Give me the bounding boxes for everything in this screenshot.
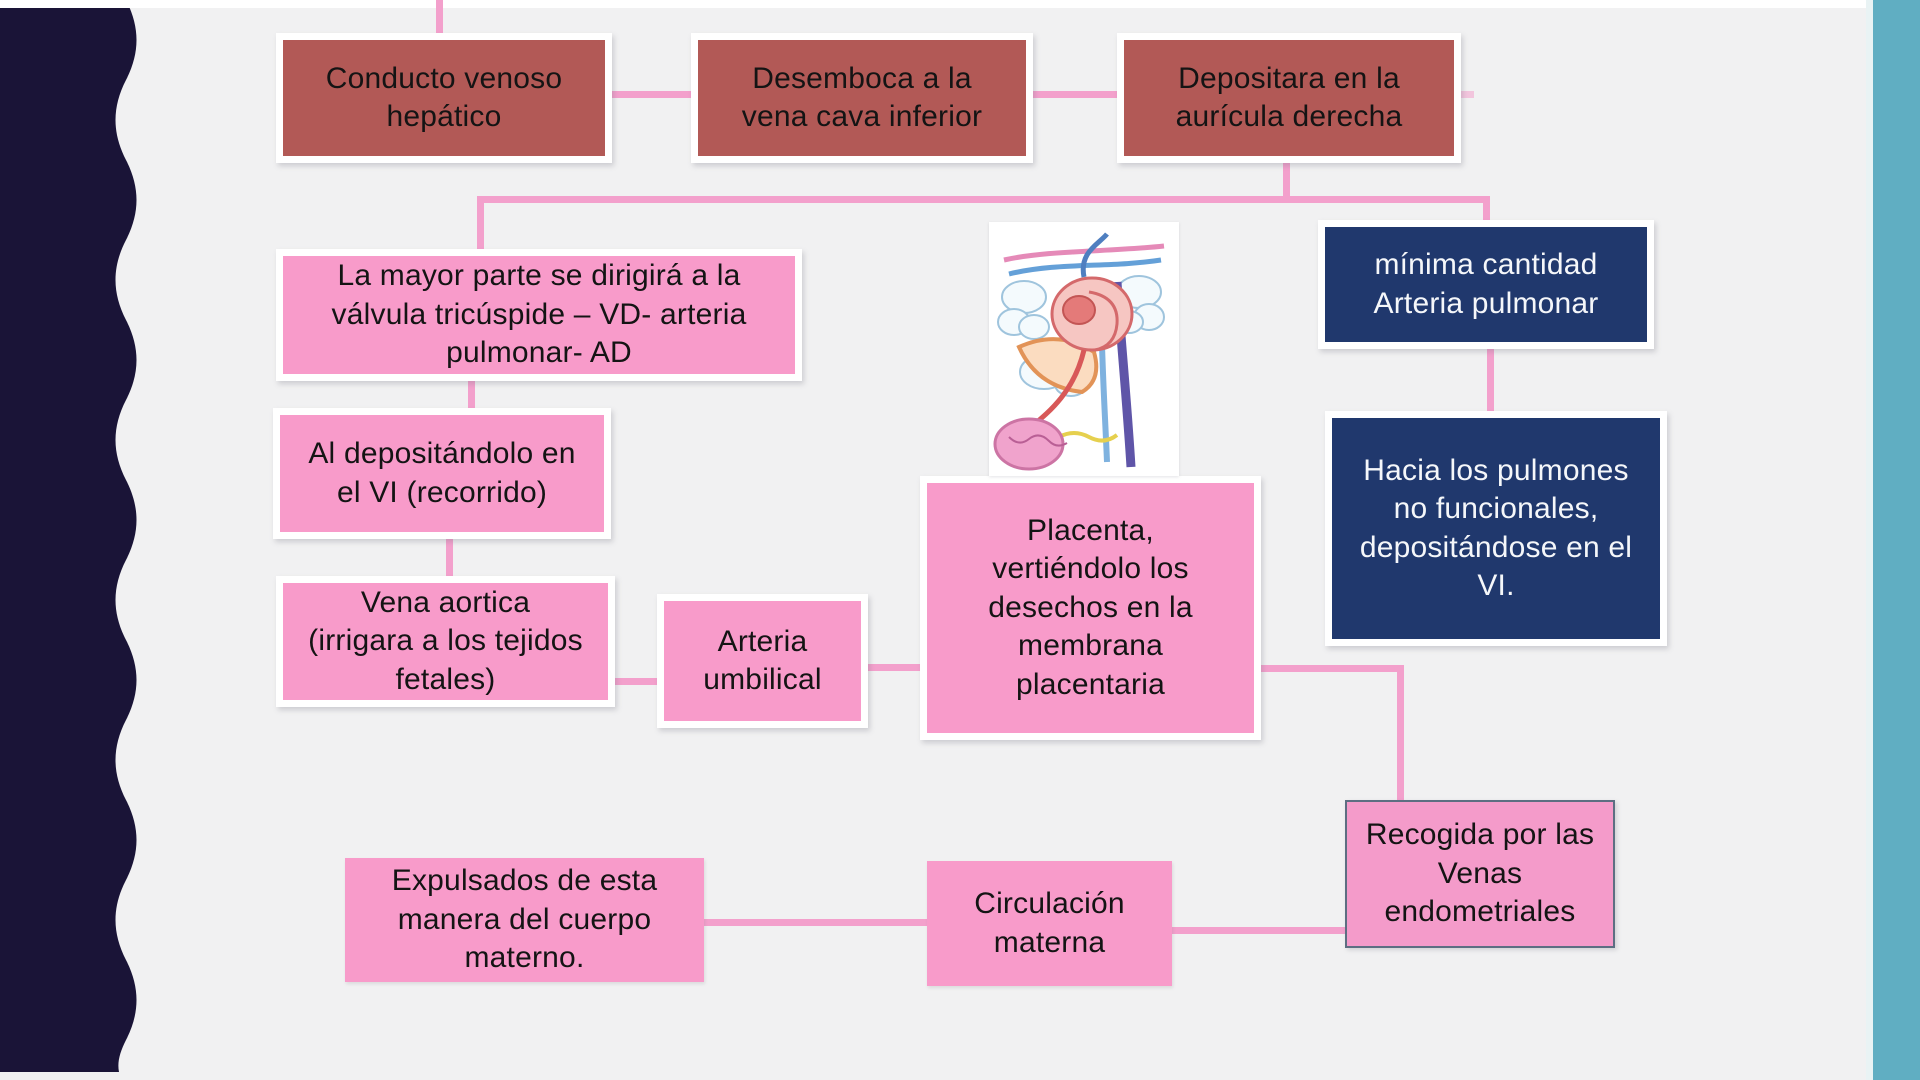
connector-depositara-down — [1283, 161, 1290, 203]
connector-branch-horizontal — [477, 196, 1490, 203]
node-conducto-venoso: Conducto venoso hepático — [276, 33, 612, 163]
connector-minima-haciapulmones — [1487, 340, 1494, 416]
node-vena-aortica: Vena aortica (irrigara a los tejidos fet… — [276, 576, 615, 707]
node-al-depositandolo-vi: Al depositándolo en el VI (recorrido) — [273, 408, 611, 539]
node-mayor-parte-tricuspide: La mayor parte se dirigirá a la válvula … — [276, 249, 802, 381]
node-minima-cantidad: mínima cantidad Arteria pulmonar — [1318, 220, 1654, 349]
connector-aldepositandolo-venaaortica — [446, 530, 453, 581]
connector-placenta-down-to-recogida — [1397, 665, 1404, 802]
connector-desemboca-depositara — [1031, 91, 1119, 98]
node-circulacion-materna: Circulación materna — [927, 861, 1172, 986]
node-arteria-umbilical: Arteria umbilical — [657, 594, 868, 728]
connector-placenta-right — [1252, 665, 1404, 672]
node-desemboca-vena-cava: Desemboca a la vena cava inferior — [691, 33, 1033, 163]
connector-venaaortica-arteriaumbilical — [604, 678, 662, 685]
connector-branch-left-drop — [477, 196, 484, 254]
right-pale-strip — [1866, 0, 1873, 1080]
node-hacia-pulmones: Hacia los pulmones no funcionales, depos… — [1325, 411, 1667, 646]
connector-circulacion-recogida — [1167, 927, 1349, 934]
node-expulsados-cuerpo-materno: Expulsados de esta manera del cuerpo mat… — [345, 858, 704, 982]
node-depositara-auricula: Depositara en la aurícula derecha — [1117, 33, 1461, 163]
fetal-circulation-illustration — [989, 222, 1179, 476]
connector-top-into-conducto — [436, 0, 443, 34]
connector-arteriaumbilical-placenta — [856, 664, 925, 671]
node-placenta-membrana: Placenta, vertiéndolo los desechos en la… — [920, 476, 1261, 740]
connector-depositara-right-stub — [1458, 91, 1474, 98]
connector-expulsados-circulacion — [702, 919, 930, 926]
bottom-margin-strip — [0, 0, 1920, 8]
connector-branch-right-drop — [1483, 196, 1490, 225]
right-accent-bar — [1873, 0, 1920, 1080]
left-wave-decoration — [0, 0, 137, 1072]
node-recogida-venas-endometriales: Recogida por las Venas endometriales — [1345, 800, 1615, 948]
connector-mayorparte-aldepositandolo — [468, 376, 475, 413]
connector-conducto-desemboca — [609, 91, 693, 98]
